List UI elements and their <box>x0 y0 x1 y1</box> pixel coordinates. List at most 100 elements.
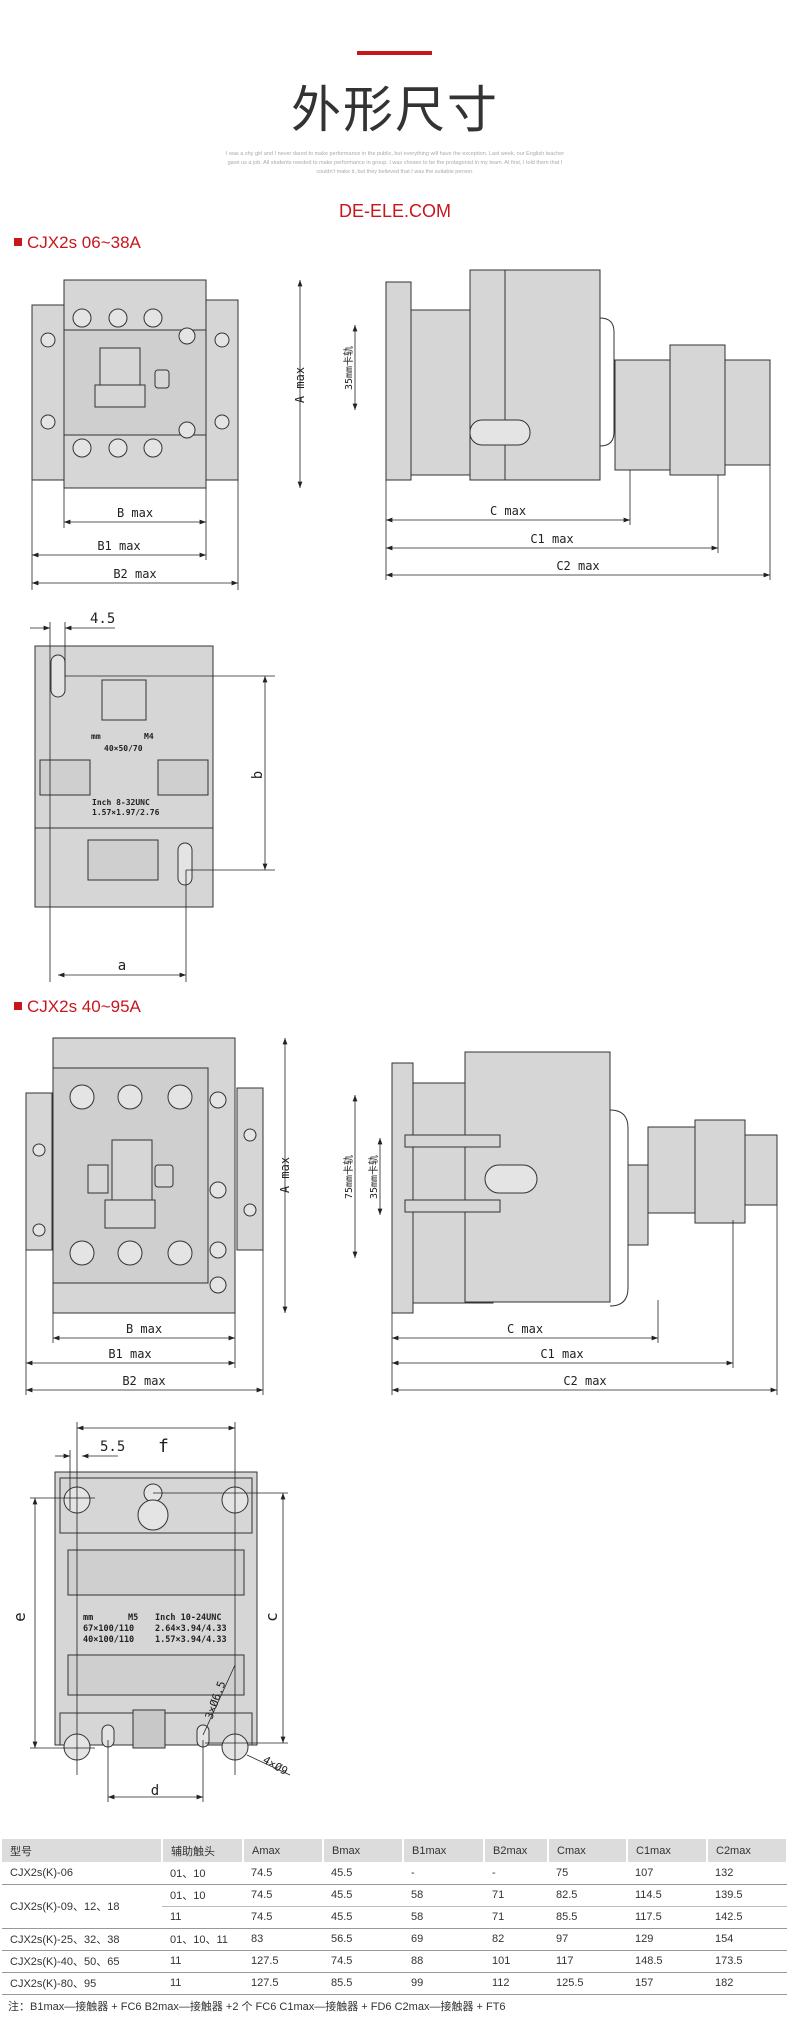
cell-aux: 01、10 <box>162 1884 243 1907</box>
cell: 82 <box>484 1928 548 1951</box>
cell: 182 <box>707 1972 787 1995</box>
cell: 139.5 <box>707 1884 787 1907</box>
dim-label-offset-2: 5.5 <box>100 1439 125 1455</box>
cell: 127.5 <box>243 1950 323 1973</box>
dim-label-large-holes: 4×Ø9 <box>261 1753 290 1778</box>
cell-model: CJX2s(K)-80、95 <box>2 1972 162 1995</box>
cell: 142.5 <box>707 1906 787 1929</box>
cell: 148.5 <box>627 1950 707 1973</box>
plate-unit-mm-2: mm <box>83 1613 93 1623</box>
plate-unit-mm: mm <box>91 732 101 741</box>
dim-label-rail-75: 75mm卡轨 <box>342 1155 355 1199</box>
plate-screw-size-2: M5 <box>128 1613 138 1623</box>
side-view-06-38a <box>385 269 771 481</box>
plate-mm-size-2: 40×100/110 <box>83 1635 134 1645</box>
cell-aux: 11 <box>162 1906 243 1929</box>
cell-aux: 11 <box>162 1950 243 1973</box>
cell: 97 <box>548 1928 627 1951</box>
dim-label-d: d <box>151 1783 159 1799</box>
cell: 99 <box>403 1972 484 1995</box>
col-header: Cmax <box>548 1839 628 1862</box>
mounting-plate-06-38a <box>34 645 214 908</box>
bullet-square-icon <box>14 1002 22 1010</box>
cell: 117 <box>548 1950 627 1973</box>
cell: - <box>403 1862 484 1885</box>
cell: 45.5 <box>323 1906 403 1929</box>
cell: 71 <box>484 1884 548 1907</box>
dimensions-table: 型号 辅助触头 Amax Bmax B1max B2max Cmax C1max… <box>2 1839 788 1995</box>
cell-model: CJX2s(K)-06 <box>2 1862 162 1885</box>
dim-label-a-max-2: A max <box>278 1157 292 1193</box>
dim-label-c1-max: C1 max <box>530 532 573 546</box>
col-header: 型号 <box>2 1839 163 1862</box>
cell: 74.5 <box>323 1950 403 1973</box>
cell: 45.5 <box>323 1884 403 1907</box>
plate-inch-size-2: 1.57×3.94/4.33 <box>155 1635 227 1645</box>
cell: 58 <box>403 1884 484 1907</box>
dim-label-offset: 4.5 <box>90 611 115 627</box>
cell: 112 <box>484 1972 548 1995</box>
cell: 101 <box>484 1950 548 1973</box>
cell: 132 <box>707 1862 787 1885</box>
cell: 85.5 <box>548 1906 627 1929</box>
cell-model: CJX2s(K)-09、12、18 <box>2 1884 162 1929</box>
col-header: C1max <box>627 1839 708 1862</box>
plate-mm-size: 40×50/70 <box>104 744 143 753</box>
bullet-square-icon <box>14 238 22 246</box>
decorative-blurb: I was a shy girl and I never dared to ma… <box>225 151 565 175</box>
col-header: B2max <box>484 1839 549 1862</box>
dim-label-c2-max: C2 max <box>556 559 599 573</box>
front-view-06-38a <box>31 279 239 489</box>
dim-label-b: b <box>250 771 266 779</box>
dim-label-rail: 35mm卡轨 <box>342 346 355 390</box>
dim-label-b1-max-2: B1 max <box>108 1347 151 1361</box>
cell-aux: 01、10、11 <box>162 1928 243 1951</box>
dim-label-b1-max: B1 max <box>97 539 140 553</box>
title-accent-bar <box>357 51 432 55</box>
table-note: 注：B1max—接触器 + FC6 B2max—接触器 +2 个 FC6 C1m… <box>8 2001 506 2013</box>
cell: 114.5 <box>627 1884 707 1907</box>
col-header: 辅助触头 <box>162 1839 244 1862</box>
col-header: B1max <box>403 1839 485 1862</box>
cell: - <box>484 1862 548 1885</box>
dim-label-b2-max: B2 max <box>113 567 156 581</box>
cell: 82.5 <box>548 1884 627 1907</box>
dim-label-c1-max-2: C1 max <box>540 1347 583 1361</box>
cell: 75 <box>548 1862 627 1885</box>
dim-label-f: f <box>158 1436 169 1457</box>
cell: 74.5 <box>243 1884 323 1907</box>
table-header-row: 型号 辅助触头 Amax Bmax B1max B2max Cmax C1max… <box>2 1839 788 1862</box>
site-name: DE-ELE.COM <box>338 201 452 221</box>
cell-aux: 11 <box>162 1972 243 1995</box>
dim-label-b-max-2: B max <box>126 1322 162 1336</box>
cell: 154 <box>707 1928 787 1951</box>
cell-model: CJX2s(K)-25、32、38 <box>2 1928 162 1951</box>
cell-model: CJX2s(K)-40、50、65 <box>2 1950 162 1973</box>
dim-label-b2-max-2: B2 max <box>122 1374 165 1388</box>
cell: 157 <box>627 1972 707 1995</box>
plate-inch-thread: Inch 8-32UNC <box>92 798 150 807</box>
cell: 45.5 <box>323 1862 403 1885</box>
cell: 56.5 <box>323 1928 403 1951</box>
dim-label-a: a <box>118 958 126 974</box>
plate-screw-size: M4 <box>144 732 154 741</box>
cell: 71 <box>484 1906 548 1929</box>
cell: 173.5 <box>707 1950 787 1973</box>
cell-aux: 01、10 <box>162 1862 243 1885</box>
dim-label-c: c <box>262 1612 281 1622</box>
dimension-drawings: A max B max B1 max B2 max 35mm卡轨 C max C… <box>10 269 778 1802</box>
cell: 117.5 <box>627 1906 707 1929</box>
col-header: C2max <box>707 1839 788 1862</box>
col-header: Bmax <box>323 1839 404 1862</box>
dim-label-c2-max-2: C2 max <box>563 1374 606 1388</box>
dim-label-a-max: A max <box>293 367 307 403</box>
plate-inch-thread-2: Inch 10-24UNC <box>155 1613 222 1623</box>
front-view-40-95a <box>25 1037 264 1314</box>
col-header: Amax <box>243 1839 324 1862</box>
dim-label-c-max-2: C max <box>507 1322 543 1336</box>
dim-label-e: e <box>10 1612 29 1622</box>
cell: 127.5 <box>243 1972 323 1995</box>
